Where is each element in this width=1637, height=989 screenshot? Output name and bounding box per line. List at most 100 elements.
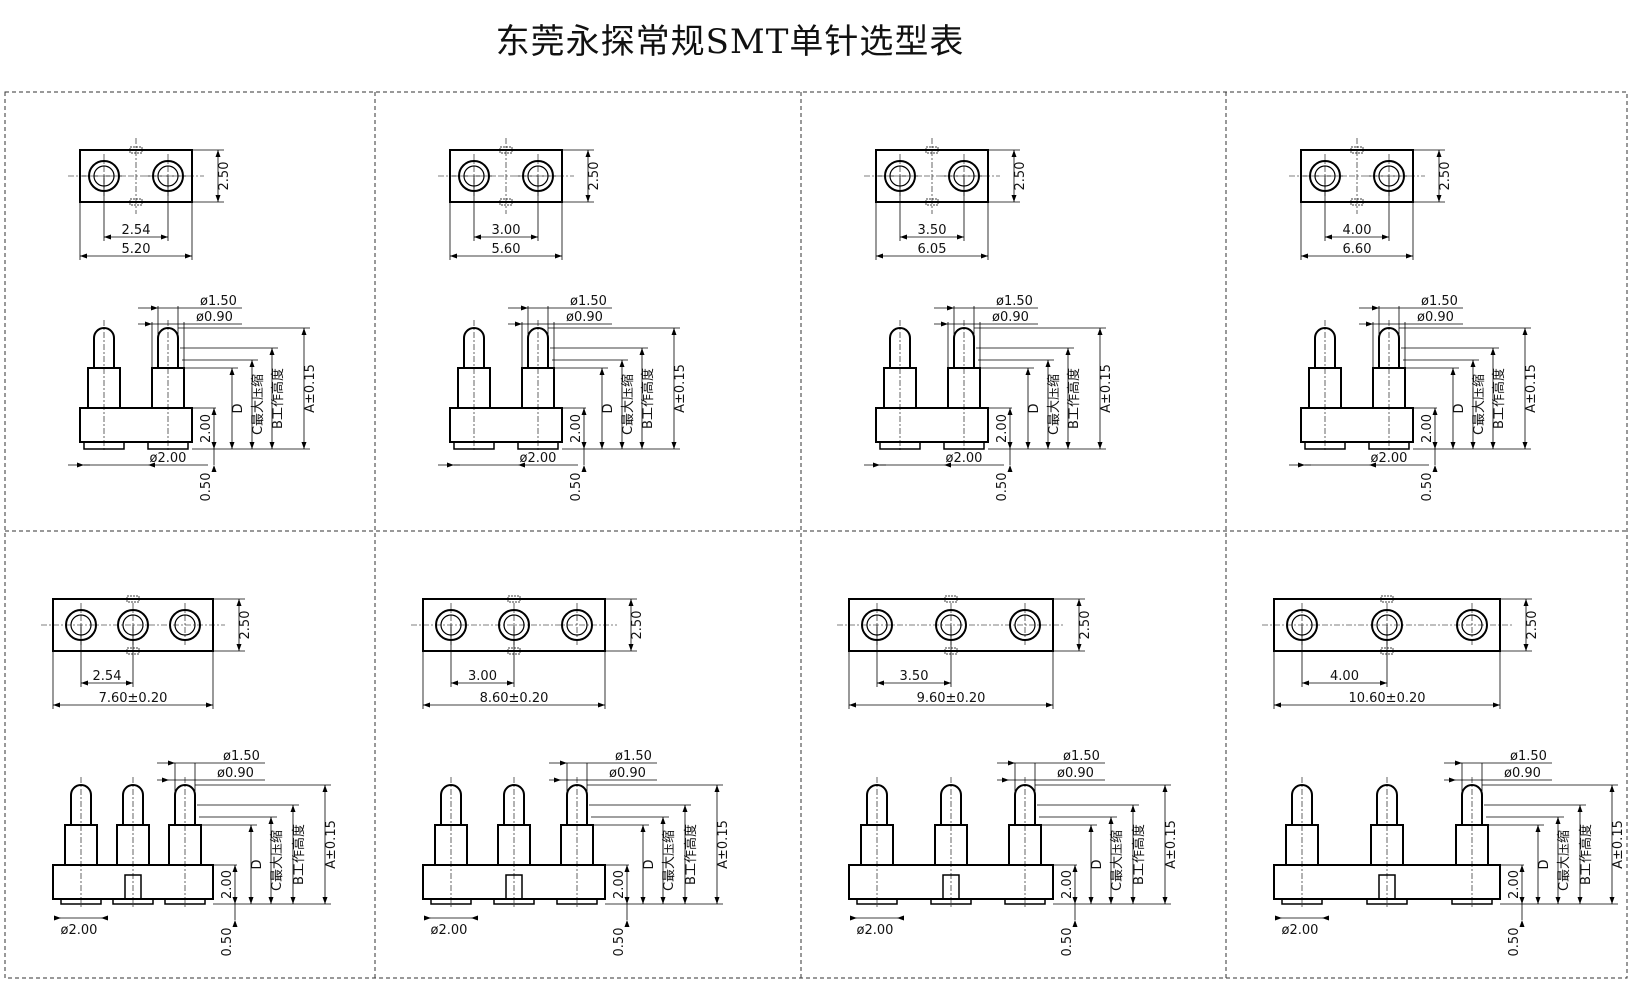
arrowhead [232, 897, 238, 904]
arrowhead [81, 680, 88, 686]
arrowhead [232, 920, 238, 927]
length-dim-label: 8.60±0.20 [480, 691, 549, 706]
arrowhead [1522, 328, 1528, 335]
connector-drawing-cell: 2.504.0010.60±0.20ø1.50ø0.90A±0.15B工作高度C… [1262, 595, 1626, 956]
arrowhead [450, 253, 457, 259]
arrowhead [1322, 915, 1329, 921]
arrowhead [1432, 465, 1438, 472]
arrowhead [849, 702, 856, 708]
table-grid [4, 91, 1628, 979]
cells-layer: 2.502.545.20ø1.50ø0.90A±0.15B工作高度C最大压缩D2… [41, 138, 1626, 956]
arrowhead [1366, 321, 1373, 327]
pitch-dim-label: 2.54 [122, 223, 151, 238]
standoff-label: 0.50 [1420, 473, 1435, 502]
width-dim-label: 2.50 [587, 162, 602, 191]
arrowhead [1523, 644, 1529, 651]
arrowhead [1470, 360, 1476, 367]
arrowhead [211, 442, 217, 449]
arrowhead [1162, 785, 1168, 792]
length-dim-label: 5.20 [122, 242, 151, 257]
dim-a-label: A±0.15 [716, 820, 731, 869]
tip-diameter-label: ø1.50 [570, 294, 607, 309]
arrowhead [1519, 897, 1525, 904]
arrowhead [1523, 599, 1529, 606]
arrowhead [1535, 825, 1541, 832]
connector-drawing-cell: 2.503.005.60ø1.50ø0.90A±0.15B工作高度C最大压缩D2… [438, 138, 688, 501]
arrowhead [619, 442, 625, 449]
arrowhead [671, 442, 677, 449]
pitch-dim-label: 3.50 [918, 223, 947, 238]
arrowhead [1450, 442, 1456, 449]
arrowhead [168, 760, 175, 766]
standoff-label: 0.50 [612, 928, 627, 957]
barrel-diameter-label: ø0.90 [1417, 310, 1454, 325]
pad-diameter-label: ø2.00 [431, 923, 468, 938]
arrowhead [1275, 915, 1282, 921]
arrowhead [660, 817, 666, 824]
pad-diameter-label: ø2.00 [520, 451, 557, 466]
side-view-base [875, 407, 989, 443]
arrowhead [518, 462, 525, 468]
arrowhead [1007, 442, 1013, 449]
pad-diameter-label: ø2.00 [857, 923, 894, 938]
pitch-dim-label: 3.00 [492, 223, 521, 238]
dim-c-label: C最大压缩 [1471, 374, 1487, 435]
arrowhead [628, 599, 634, 606]
dim-a-label: A±0.15 [1164, 820, 1179, 869]
arrowhead [628, 644, 634, 651]
arrowhead [873, 462, 880, 468]
dim-a-label: A±0.15 [1611, 820, 1626, 869]
center-key [1378, 874, 1396, 900]
connector-drawing-cell: 2.504.006.60ø1.50ø0.90A±0.15B工作高度C最大压缩D2… [1289, 138, 1539, 501]
arrowhead [682, 897, 688, 904]
arrowhead [1088, 897, 1094, 904]
dim-b-label: B工作高度 [683, 824, 699, 885]
dim-d-label: D [1090, 859, 1105, 869]
dim-d-label: D [1537, 859, 1552, 869]
page-title: 东莞永探常规SMT单针选型表 [495, 22, 965, 62]
arrowhead [301, 442, 307, 449]
arrowhead [640, 825, 646, 832]
tip-diameter-label: ø1.50 [223, 749, 260, 764]
arrowhead [1045, 442, 1051, 449]
dim-c-label: C最大压缩 [250, 374, 266, 435]
arrowhead [682, 805, 688, 812]
arrowhead [162, 777, 169, 783]
length-dim-label: 6.05 [918, 242, 947, 257]
pad-diameter-label: ø2.00 [150, 451, 187, 466]
arrowhead [1130, 897, 1136, 904]
base-height-dim-label: 2.00 [612, 870, 627, 899]
arrowhead [423, 702, 430, 708]
standoff-label: 0.50 [569, 473, 584, 502]
arrowhead [249, 442, 255, 449]
arrowhead [585, 150, 591, 157]
arrowhead [1011, 195, 1017, 202]
barrel-diameter-label: ø0.90 [609, 766, 646, 781]
arrowhead [1555, 897, 1561, 904]
arrowhead [1072, 920, 1078, 927]
arrowhead [215, 195, 221, 202]
arrowhead [290, 805, 296, 812]
dim-c-label: C最大压缩 [269, 830, 285, 891]
arrowhead [507, 680, 514, 686]
arrowhead [148, 462, 155, 468]
arrowhead [1490, 442, 1496, 449]
arrowhead [77, 462, 84, 468]
pitch-dim-label: 4.00 [1343, 223, 1372, 238]
alignment-notch [925, 198, 939, 206]
arrowhead [1436, 150, 1442, 157]
arrowhead [248, 897, 254, 904]
arrowhead [1302, 680, 1309, 686]
arrowhead [947, 305, 954, 311]
pitch-dim-label: 4.00 [1330, 669, 1359, 684]
arrowhead [1130, 805, 1136, 812]
arrowhead [1046, 702, 1053, 708]
arrowhead [211, 465, 217, 472]
alignment-notch [1350, 198, 1364, 206]
arrowhead [624, 897, 630, 904]
center-key [942, 874, 960, 900]
arrowhead [619, 360, 625, 367]
standoff-label: 0.50 [995, 473, 1010, 502]
width-dim-label: 2.50 [630, 611, 645, 640]
width-dim-label: 2.50 [217, 162, 232, 191]
